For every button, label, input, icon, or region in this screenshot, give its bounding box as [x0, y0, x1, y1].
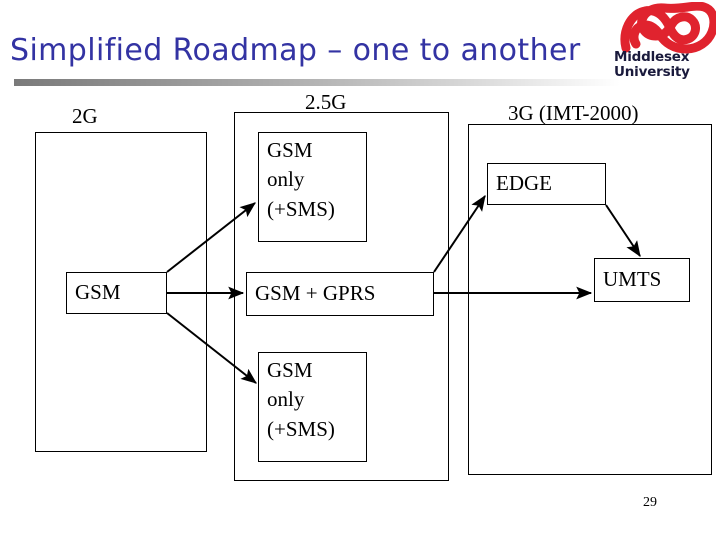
logo-line-1: Middlesex	[614, 49, 690, 65]
middlesex-swirl-icon	[620, 2, 716, 54]
node-gsm-only-bottom[interactable]: GSM only (+SMS)	[258, 352, 367, 462]
group-box-3g	[468, 124, 712, 475]
node-gsm-label: GSM	[75, 280, 121, 305]
group-label-2g: 2G	[72, 104, 98, 128]
node-gsm-gprs-label: GSM + GPRS	[255, 281, 376, 306]
node-umts[interactable]: UMTS	[594, 258, 690, 302]
node-gsm-only-top-line2: only	[267, 167, 305, 192]
page-title: Simplified Roadmap – one to another	[10, 33, 581, 68]
node-gsm-only-top-line3: (+SMS)	[267, 196, 335, 221]
group-label-2.5g: 2.5G	[305, 90, 347, 114]
node-gsm-gprs[interactable]: GSM + GPRS	[246, 272, 434, 316]
logo: Middlesex University	[614, 2, 718, 88]
node-umts-label: UMTS	[603, 267, 662, 292]
node-gsm-only-top-line1: GSM	[267, 138, 313, 162]
node-gsm-only-bottom-line1: GSM	[267, 358, 313, 382]
node-gsm-only-bottom-line3: (+SMS)	[267, 416, 335, 441]
node-gsm-only-top[interactable]: GSM only (+SMS)	[258, 132, 367, 242]
node-gsm[interactable]: GSM	[66, 272, 167, 314]
node-gsm-only-bottom-line2: only	[267, 387, 305, 412]
title-divider-rule	[14, 79, 620, 86]
logo-wordmark: Middlesex University	[614, 50, 718, 80]
node-edge-label: EDGE	[496, 171, 552, 196]
logo-line-2: University	[614, 64, 690, 80]
node-edge[interactable]: EDGE	[487, 163, 606, 205]
group-label-3g: 3G (IMT-2000)	[508, 101, 639, 125]
page-number: 29	[643, 495, 657, 510]
